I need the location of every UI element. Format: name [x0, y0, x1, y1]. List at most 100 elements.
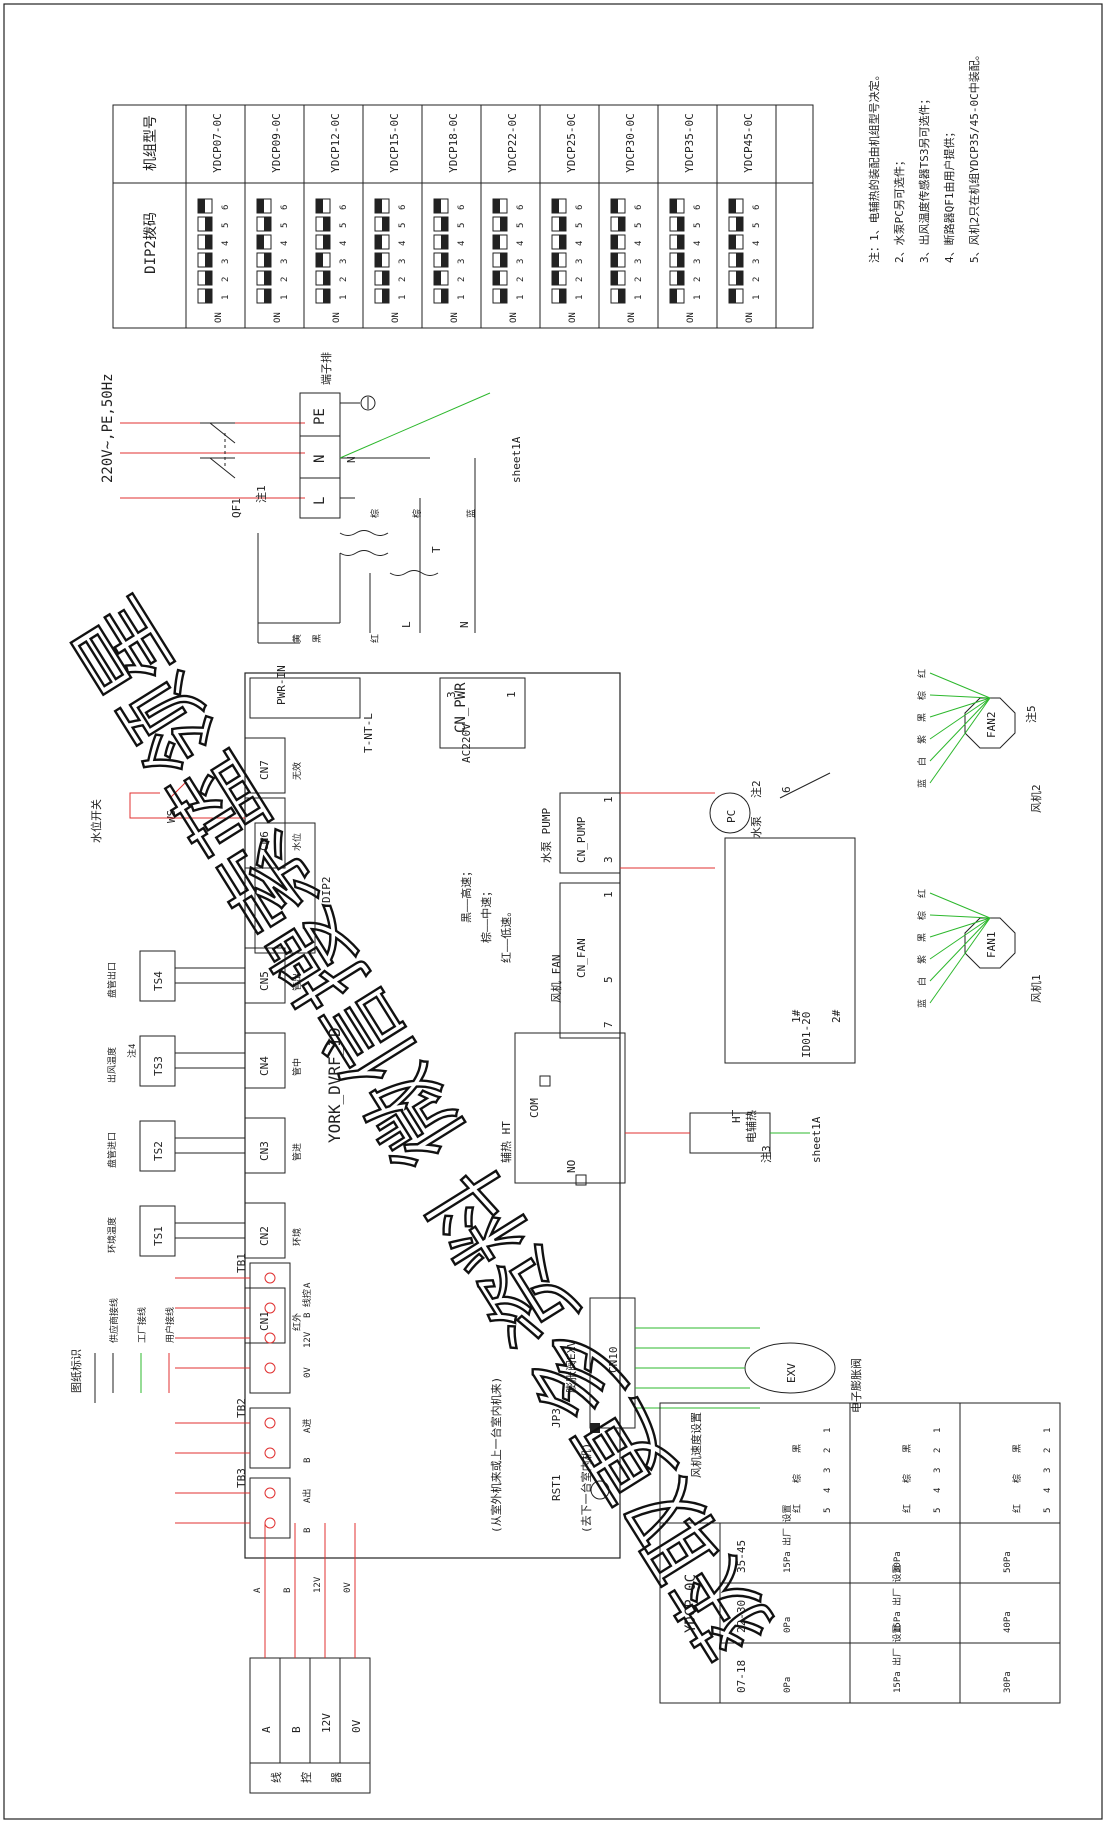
- tb-label: A出: [301, 1489, 313, 1503]
- dip-row-model: YDCP09-0C: [270, 113, 283, 173]
- sensor-name: 盘管进口: [106, 1132, 118, 1168]
- tb-label: B: [303, 1528, 313, 1533]
- dip-switch-num: 6: [752, 205, 762, 210]
- dip-switch-num: 3: [280, 259, 290, 264]
- l-label: L: [400, 621, 413, 628]
- wire-yellow: 黄: [291, 634, 303, 643]
- tb-name: TB3: [235, 1468, 248, 1488]
- dip-switch-num: 5: [398, 223, 408, 228]
- speed-cell: 50Pa: [1003, 1551, 1013, 1573]
- fan2-name: FAN2: [985, 712, 998, 739]
- sensor-ts: TS1: [152, 1226, 165, 1246]
- sensor-name: 出风温度: [106, 1047, 118, 1083]
- dip-switch-num: 2: [457, 277, 467, 282]
- dip-switch-num: 3: [398, 259, 408, 264]
- id-board-name: ID01-20: [800, 1012, 813, 1058]
- dip-switch-lever: [677, 217, 684, 231]
- tb-screw: [264, 1517, 276, 1529]
- fan-wire-label: 红: [916, 669, 928, 678]
- sensor-ts: TS2: [152, 1141, 165, 1161]
- speed-cell: 40Pa: [1003, 1611, 1013, 1633]
- sensor-probe: [139, 1035, 176, 1087]
- tb-screw: [264, 1362, 276, 1374]
- speed-pin-num: 4: [933, 1488, 943, 1493]
- dip-switch-num: 3: [575, 259, 585, 264]
- controller-term-label: B: [290, 1726, 303, 1733]
- sensor-name: 盘管出口: [106, 962, 118, 998]
- dip-switch-lever: [677, 271, 684, 285]
- dip-switch-lever: [559, 289, 566, 303]
- fan-wire-label: 黑: [917, 933, 928, 942]
- dip-switch-num: 6: [280, 205, 290, 210]
- cn-pwr-label: CN_PWR: [453, 682, 469, 733]
- pump-name: PC: [725, 810, 738, 823]
- controller-char-2: 控: [299, 1772, 313, 1783]
- dip-switch-lever: [729, 199, 736, 213]
- dip-switch-num: 2: [398, 277, 408, 282]
- legend: 图纸标识 供应商接线工厂接线用户接线: [69, 1298, 176, 1403]
- id-row-2: 2#: [830, 1009, 843, 1023]
- speed-table-border: [659, 1402, 1061, 1704]
- speed-pin-num: 2: [823, 1448, 833, 1453]
- dip-switch-lever: [611, 235, 618, 249]
- dip-switch-num: 5: [575, 223, 585, 228]
- dip-switch-lever: [434, 199, 441, 213]
- controller-term-label: A: [260, 1726, 273, 1733]
- dip-switch-lever: [316, 199, 323, 213]
- tb-label: A进: [302, 1419, 313, 1433]
- sensor-cn: CN4: [258, 1056, 271, 1076]
- tb-block: [249, 1262, 291, 1394]
- cn10-connector: [589, 1297, 636, 1429]
- dip-switch-num: 1: [280, 295, 290, 300]
- dip-row-on: ON: [509, 312, 519, 323]
- id-row-1: 1#: [790, 1009, 803, 1023]
- dip-switch-lever: [205, 217, 212, 231]
- fan-wire-label: 紫: [917, 955, 928, 964]
- dip-switch-lever: [441, 217, 448, 231]
- speed-pin-num: 5: [1043, 1508, 1053, 1513]
- controller-wire-label: A: [253, 1587, 263, 1593]
- dip-switch-num: 1: [634, 295, 644, 300]
- dip-switch-lever: [323, 289, 330, 303]
- dip-row-on: ON: [332, 312, 342, 323]
- fan1-shape: [964, 917, 1016, 969]
- dip-switch-num: 4: [752, 241, 762, 246]
- fan-pin1: 1: [602, 891, 615, 898]
- speed-pin-num: 3: [823, 1468, 833, 1473]
- dip-switch-lever: [375, 199, 382, 213]
- dip-switch-num: 1: [398, 295, 408, 300]
- dip-row-model: YDCP30-0C: [624, 113, 637, 173]
- bus-note-1: (从室外机来或上一台室内机来): [489, 1377, 503, 1533]
- dip-switch-lever: [500, 253, 507, 267]
- tb-screw: [264, 1487, 276, 1499]
- tn-label: T-N: [362, 733, 375, 753]
- dip-switch-num: 4: [457, 241, 467, 246]
- dip-switch-lever: [500, 217, 507, 231]
- dip-switch-num: 4: [221, 241, 231, 246]
- dip-switch-num: 3: [752, 259, 762, 264]
- dip-switch-num: 2: [280, 277, 290, 282]
- power-section: 220V~,PE,50Hz QF1 注1 L N PE 端子排 N sheet1…: [100, 352, 523, 644]
- wire-brown-1: 棕: [369, 509, 381, 518]
- cn7-sub: 无效: [291, 762, 303, 780]
- cn6-sub: 水位: [291, 833, 303, 851]
- speed-cell: 15Pa 出厂 设置: [891, 1564, 903, 1633]
- cn-fan-connector: [559, 882, 621, 1039]
- sensor-sub: 环境: [291, 1228, 303, 1246]
- controller-term: [309, 1657, 341, 1764]
- controller-char-1: 线: [269, 1772, 283, 1783]
- dip-switch-lever: [552, 271, 559, 285]
- dip-row-model: YDCP35-0C: [683, 113, 696, 173]
- dip-switch-lever: [382, 289, 389, 303]
- terminal-strip: [299, 392, 341, 519]
- terminal-strip-label: 端子排: [319, 352, 333, 385]
- tb-screw: [264, 1332, 276, 1344]
- legend-items: 供应商接线工厂接线用户接线: [108, 1298, 176, 1393]
- n-label: N: [345, 456, 358, 463]
- heat-label: 辅热 HT: [499, 1121, 513, 1163]
- sensor-sub: 红外: [291, 1313, 303, 1331]
- sensor-ts: TS3: [152, 1056, 165, 1076]
- cn-fan-label: CN_FAN: [575, 938, 588, 978]
